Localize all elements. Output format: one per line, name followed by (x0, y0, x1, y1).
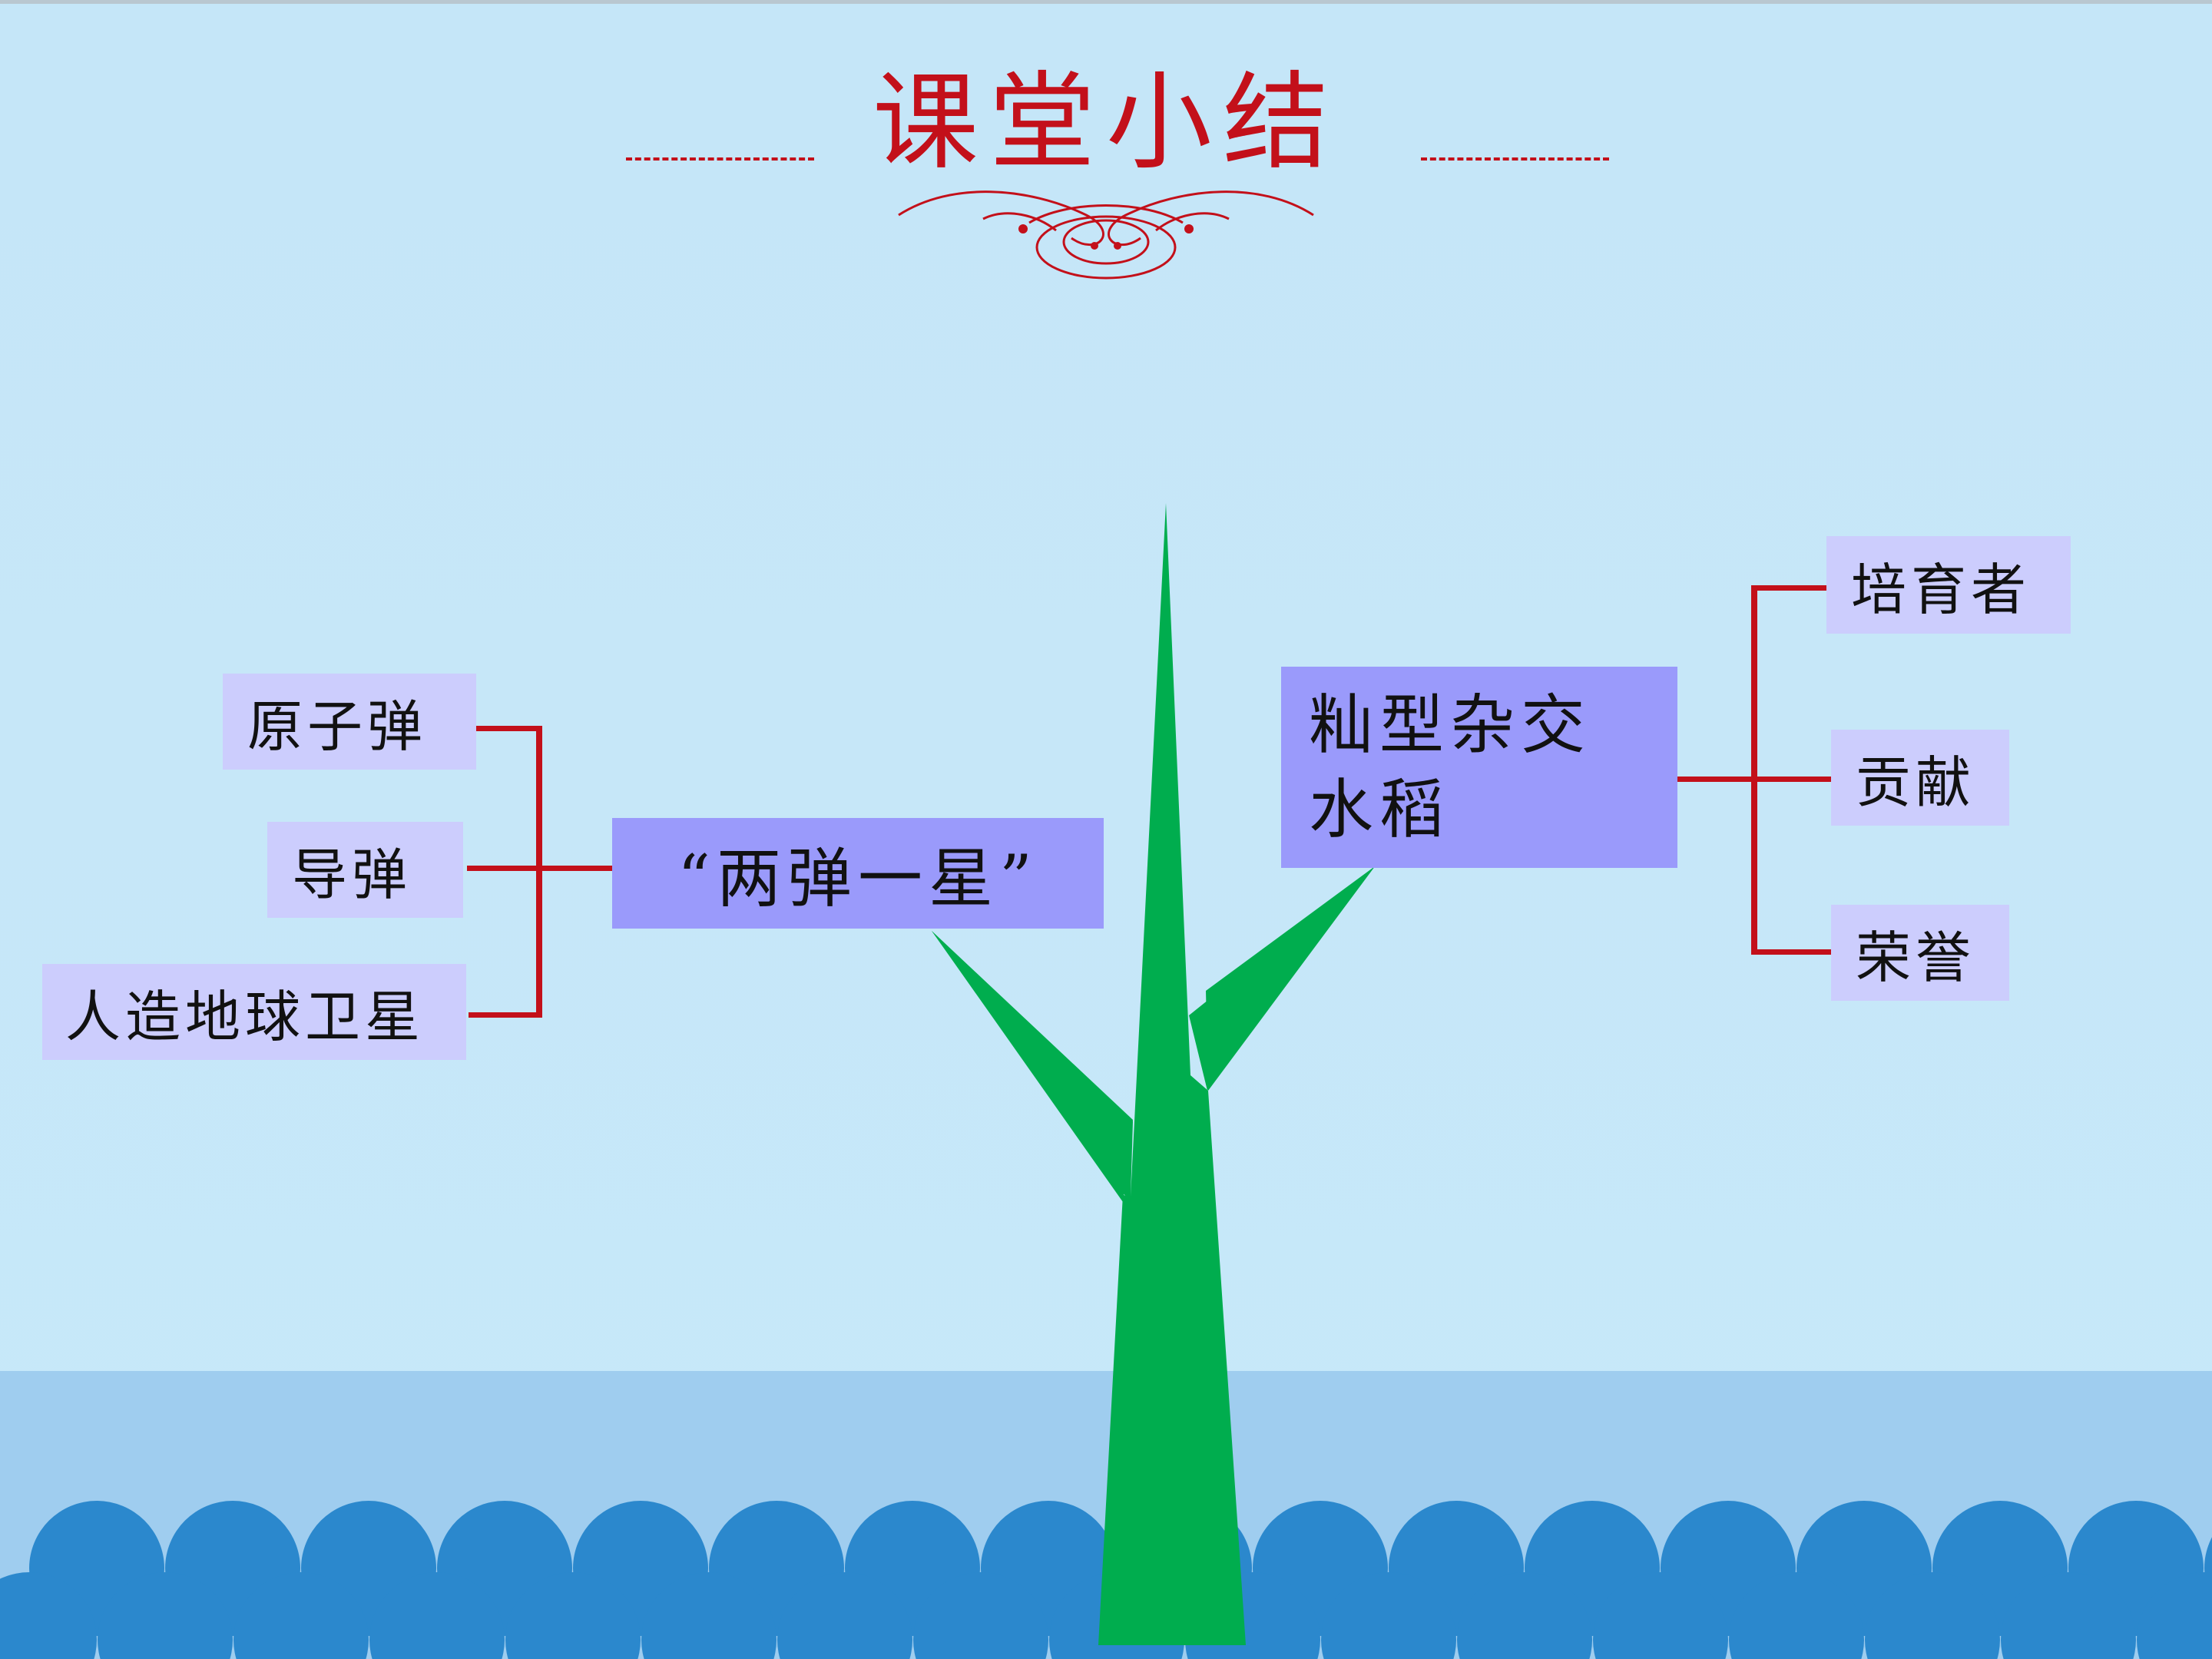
right-connectors (1677, 585, 1831, 955)
title-dash-right (1421, 157, 1609, 161)
wave-scallop (505, 1572, 641, 1659)
wave-scallop (1865, 1572, 2000, 1659)
tree-left-branch (932, 931, 1133, 1202)
hub-two-bombs-one-star: “两弹一星” (612, 818, 1104, 929)
waves (0, 1501, 2212, 1659)
wave-scallop (2001, 1572, 2136, 1659)
slide-title: 课堂小结 (872, 61, 1339, 184)
leaf-contribution: 贡献 (1831, 730, 2009, 826)
wave-scallop (1593, 1572, 1728, 1659)
left-connectors (467, 726, 613, 1018)
hub-label-line1: 籼型杂交 (1309, 687, 1592, 763)
wave-scallop (0, 1572, 97, 1659)
wave-scallop (777, 1572, 912, 1659)
top-border (0, 0, 2212, 4)
wave-scallop (641, 1572, 777, 1659)
wave-scallop (913, 1572, 1048, 1659)
tree-trunk (932, 503, 1375, 1645)
wave-scallop (233, 1572, 369, 1659)
leaf-atomic-bomb: 原子弹 (223, 674, 476, 770)
leaf-satellite: 人造地球卫星 (42, 964, 466, 1060)
leaf-label: 导弹 (292, 843, 412, 907)
wave-scallop (2137, 1572, 2212, 1659)
leaf-missile: 导弹 (267, 822, 463, 918)
wave-scallop (98, 1572, 233, 1659)
title-dash-left (626, 157, 814, 161)
leaf-label: 人造地球卫星 (65, 985, 426, 1049)
hub-label-line2: 水稻 (1309, 772, 1451, 847)
hub-hybrid-rice: 籼型杂交 水稻 (1281, 667, 1677, 868)
leaf-label: 贡献 (1856, 750, 1976, 815)
wave-scallop (369, 1572, 505, 1659)
leaf-label: 荣誉 (1856, 926, 1976, 990)
wave-scallop (1321, 1572, 1456, 1659)
leaf-label: 原子弹 (247, 694, 428, 759)
hub-label: “两弹一星” (677, 840, 1038, 916)
title-flourish-ornament (898, 190, 1314, 280)
leaf-breeder: 培育者 (1826, 536, 2071, 634)
wave-scallop (1457, 1572, 1592, 1659)
tree-right-branch (1189, 866, 1375, 1091)
leaf-honor: 荣誉 (1831, 905, 2009, 1001)
wave-scallop (1729, 1572, 1864, 1659)
leaf-label: 培育者 (1851, 558, 2032, 622)
